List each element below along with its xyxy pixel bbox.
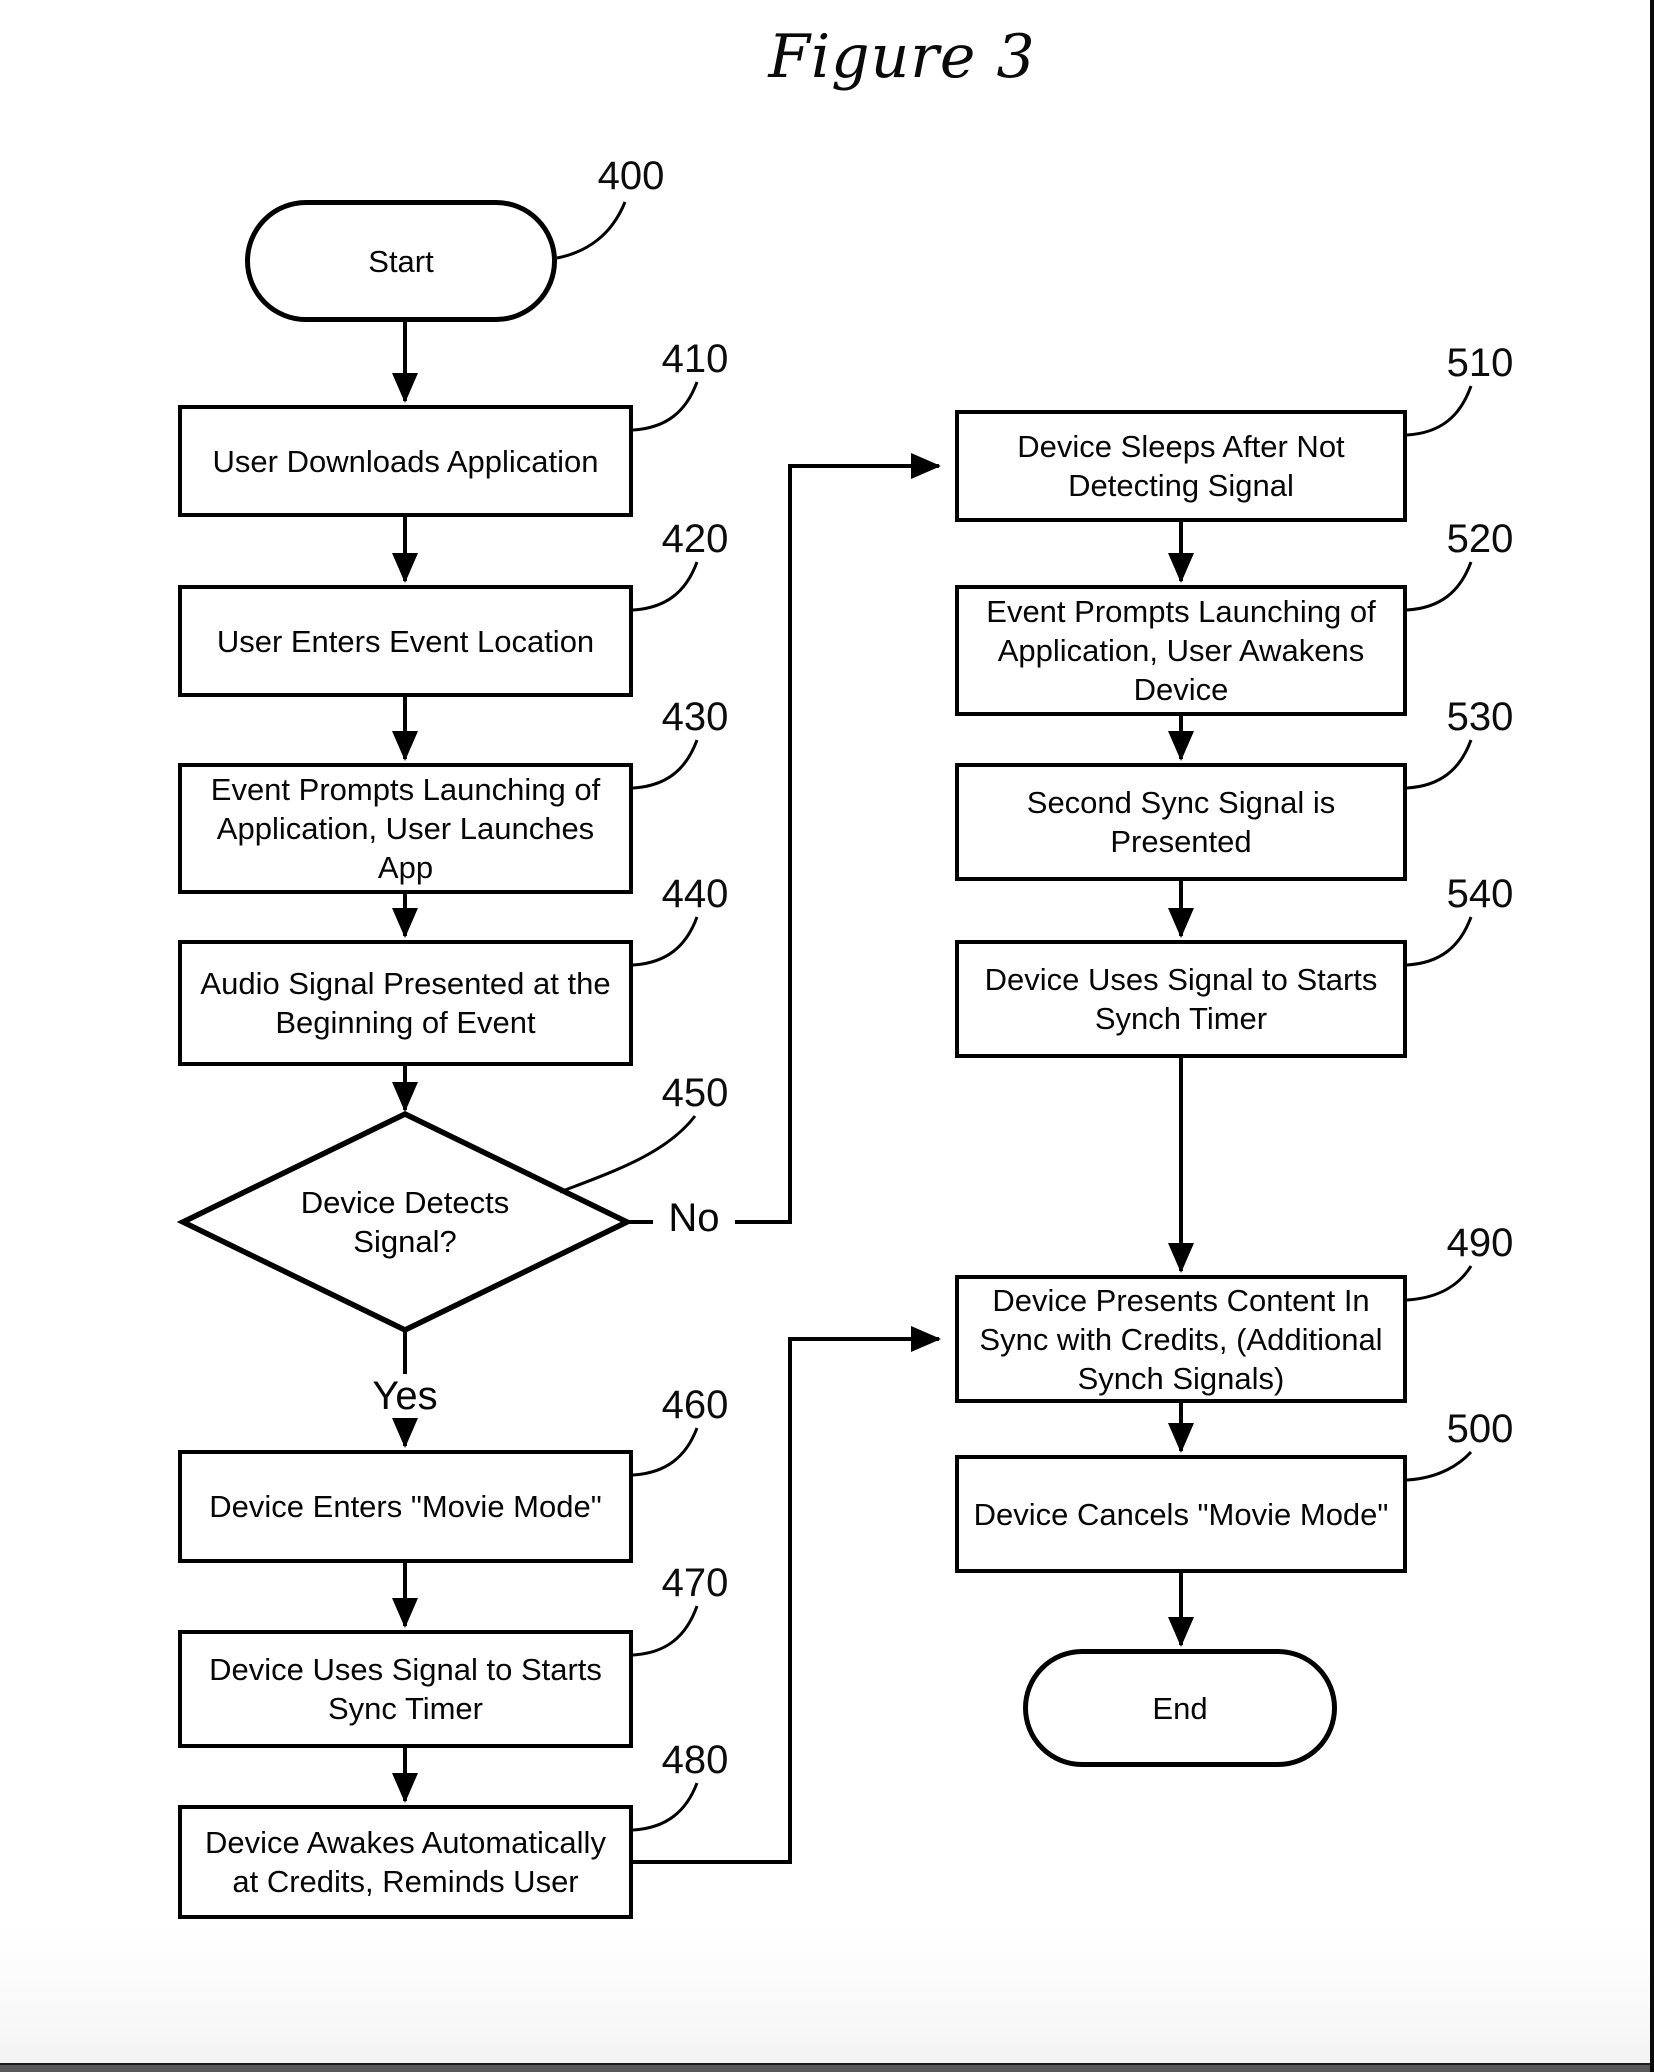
flow-node-440: Audio Signal Presented at the Beginning … bbox=[178, 940, 633, 1066]
no-branch-label: No bbox=[653, 1196, 735, 1240]
leader-400 bbox=[556, 201, 627, 260]
no-branch-to-510 bbox=[734, 453, 941, 1224]
bottom-bar bbox=[0, 2063, 1654, 2072]
flow-node-end: End bbox=[1023, 1649, 1337, 1767]
flow-node-530-label: Second Sync Signal is Presented bbox=[1026, 785, 1336, 859]
flow-node-490: Device Presents Content In Sync with Cre… bbox=[955, 1275, 1407, 1403]
leader-520 bbox=[1406, 561, 1473, 612]
ref-510: 510 bbox=[1446, 341, 1514, 385]
ref-490: 490 bbox=[1446, 1221, 1514, 1265]
ref-440: 440 bbox=[661, 872, 729, 916]
flow-node-460: Device Enters "Movie Mode" bbox=[178, 1450, 633, 1563]
flow-node-start: Start bbox=[245, 200, 557, 322]
ref-530: 530 bbox=[1446, 695, 1514, 739]
flow-node-520: Event Prompts Launching of Application, … bbox=[955, 585, 1407, 716]
ref-500: 500 bbox=[1446, 1407, 1514, 1451]
leader-410 bbox=[632, 381, 699, 432]
flow-node-430: Event Prompts Launching of Application, … bbox=[178, 763, 633, 894]
leader-460 bbox=[632, 1427, 699, 1477]
ref-450: 450 bbox=[661, 1071, 729, 1115]
flow-node-480-label: Device Awakes Automatically at Credits, … bbox=[205, 1825, 606, 1899]
leader-480 bbox=[632, 1782, 699, 1832]
leader-450 bbox=[559, 1115, 697, 1194]
flow-node-430-label: Event Prompts Launching of Application, … bbox=[210, 772, 601, 885]
start-label: Start bbox=[368, 243, 434, 279]
leader-430 bbox=[632, 739, 699, 790]
end-label: End bbox=[1152, 1690, 1208, 1726]
page-bottom-shadow bbox=[0, 1928, 1654, 2063]
ref-520: 520 bbox=[1446, 517, 1514, 561]
flow-node-540-label: Device Uses Signal to Starts Synch Timer bbox=[984, 962, 1378, 1036]
ref-540: 540 bbox=[1446, 872, 1514, 916]
ref-420: 420 bbox=[661, 517, 729, 561]
leader-420 bbox=[632, 561, 699, 612]
flow-node-460-label: Device Enters "Movie Mode" bbox=[209, 1489, 602, 1524]
flow-node-500-label: Device Cancels "Movie Mode" bbox=[973, 1496, 1389, 1532]
ref-410: 410 bbox=[661, 337, 729, 381]
window-right-edge bbox=[1650, 0, 1654, 2072]
leader-540 bbox=[1406, 916, 1473, 967]
flow-node-470-label: Device Uses Signal to Starts Sync Timer bbox=[209, 1652, 602, 1726]
yes-branch-label: Yes bbox=[346, 1374, 464, 1418]
flow-node-500: Device Cancels "Movie Mode" bbox=[955, 1455, 1407, 1573]
flow-node-510: Device Sleeps After Not Detecting Signal bbox=[955, 410, 1407, 522]
flow-node-520-label: Event Prompts Launching of Application, … bbox=[986, 594, 1376, 707]
ref-460: 460 bbox=[661, 1383, 729, 1427]
figure-title: Figure 3 bbox=[768, 22, 1036, 92]
ref-470: 470 bbox=[661, 1561, 729, 1605]
leader-530 bbox=[1406, 739, 1473, 790]
ref-400: 400 bbox=[597, 154, 665, 198]
flow-node-410: User Downloads Application bbox=[178, 405, 633, 517]
flow-node-480: Device Awakes Automatically at Credits, … bbox=[178, 1805, 633, 1919]
leader-500 bbox=[1406, 1450, 1473, 1482]
flow-node-530: Second Sync Signal is Presented bbox=[955, 763, 1407, 881]
flow-node-440-label: Audio Signal Presented at the Beginning … bbox=[200, 966, 611, 1040]
flow-node-410-label: User Downloads Application bbox=[212, 443, 599, 479]
flow-node-470: Device Uses Signal to Starts Sync Timer bbox=[178, 1630, 633, 1748]
leader-470 bbox=[632, 1605, 699, 1657]
flow-node-540: Device Uses Signal to Starts Synch Timer bbox=[955, 940, 1407, 1058]
leader-490 bbox=[1406, 1265, 1473, 1302]
ref-430: 430 bbox=[661, 695, 729, 739]
leader-510 bbox=[1406, 385, 1473, 437]
flow-node-510-label: Device Sleeps After Not Detecting Signal bbox=[1017, 429, 1345, 503]
flow-node-450-label: Device Detects Signal? bbox=[300, 1185, 510, 1259]
flow-node-420-label: User Enters Event Location bbox=[216, 623, 595, 659]
flow-node-420: User Enters Event Location bbox=[178, 585, 633, 697]
arrow-480-to-490 bbox=[633, 1326, 941, 1864]
leader-440 bbox=[632, 916, 699, 967]
flow-node-490-label: Device Presents Content In Sync with Cre… bbox=[979, 1282, 1383, 1396]
ref-480: 480 bbox=[661, 1738, 729, 1782]
